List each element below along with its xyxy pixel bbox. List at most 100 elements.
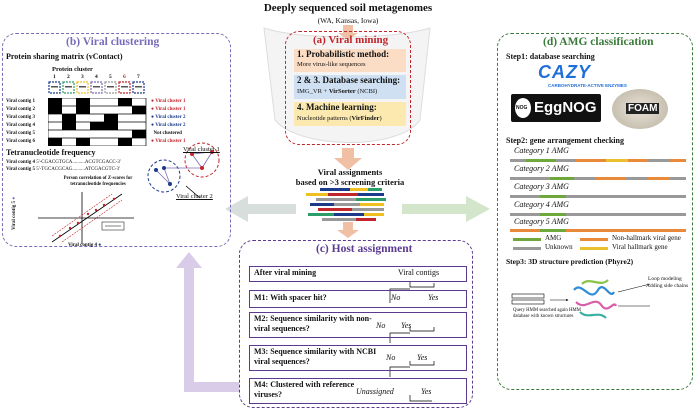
category-label: Category 5 AMG: [514, 217, 569, 226]
legend-swatch-hallmark: [580, 247, 608, 250]
host-q: M3: Sequence similarity with NCBI viral …: [254, 347, 377, 366]
mining-item-sub: More virus-like sequences: [297, 61, 366, 68]
arrow-mining-to-assign: [334, 148, 362, 170]
protein-cluster-label: Protein cluster: [52, 66, 93, 73]
tetra-title: Tetranucleotide frequency: [6, 148, 96, 157]
vc2-label: Viral cluster 2: [176, 193, 213, 200]
arrow-title-to-mining: [338, 25, 358, 40]
viral-mining-title: (a) Viral mining: [313, 34, 389, 46]
assignments-line1: Viral assignments: [317, 167, 383, 177]
col-num: 7: [137, 74, 140, 80]
nog-label: NOG: [516, 105, 528, 111]
host-a1: No: [386, 353, 396, 362]
step3-label: Step3: 3D structure prediction (Phyre2): [506, 257, 634, 266]
host-row-1: [249, 290, 467, 308]
legend-label: AMG: [545, 234, 562, 242]
cluster-circles: [147, 142, 220, 199]
cluster-label: Not clustered: [153, 131, 182, 136]
nog-egg-icon: [515, 98, 531, 118]
assignments-line2: based on >3 screening criteria: [295, 177, 405, 187]
gene-track: [510, 177, 686, 180]
mining-item-probabilistic: [294, 49, 406, 72]
col-num: 3: [81, 74, 84, 80]
category-label: Category 1 AMG: [514, 146, 569, 155]
foam-label: FOAM: [626, 103, 660, 114]
y-axis-label: Viral contig 5 ●: [12, 196, 17, 230]
cluster-label: ● Viral cluster 1: [151, 139, 186, 144]
cazy-subtitle: CARBOHYDRATE-ACTIVE ENZYMES: [548, 83, 627, 88]
page-title: Deeply sequenced soil metagenomes: [263, 2, 433, 14]
host-a1: No: [391, 293, 401, 302]
mining-item-sub: IMG_VR + VirSorter (NCBI): [297, 88, 378, 95]
host-assignment-title: (c) Host assignment: [316, 243, 413, 255]
legend-swatch-nonhallmark: [580, 238, 608, 241]
gene-track: [510, 159, 686, 162]
legend-label: Viral hallmark gene: [612, 243, 668, 251]
viral-clustering-panel: [2, 33, 231, 247]
legend-swatch-unknown: [513, 247, 541, 250]
cluster-label: ● Viral cluster 1: [151, 99, 186, 104]
tetra-row: Viral contig 4 5'-CGACGTGCA..........ACG…: [6, 160, 121, 165]
gene-track: [510, 213, 686, 216]
structure-illustration: [511, 279, 651, 319]
col-num: 1: [53, 74, 56, 80]
host-row-2: [249, 312, 467, 338]
mining-item-machine-learning: [294, 102, 406, 126]
host-row-0: [249, 266, 467, 282]
col-num: 2: [67, 74, 70, 80]
protein-sharing-matrix: [48, 98, 147, 146]
step2-label: Step2: gene arrangement checking: [506, 136, 624, 145]
host-a2: Yes: [428, 293, 439, 302]
adding-side-chains-label: Adding side chains: [646, 283, 689, 289]
amg-title: (d) AMG classification: [543, 36, 654, 48]
assignment-bars: [306, 188, 386, 221]
host-a2: Yes: [401, 321, 412, 330]
contig-label: Viral contig 1: [6, 99, 35, 104]
contig-label: Viral contig 3: [6, 115, 35, 120]
cazy-logo: CAZY: [538, 62, 591, 83]
mining-item-database: [294, 75, 406, 99]
legend-label: Non-hallmark viral gene: [612, 234, 681, 242]
mining-item-head: 1. Probabilistic method:: [297, 49, 390, 59]
mining-item-head: 2 & 3. Database searching:: [297, 75, 401, 85]
col-num: 6: [123, 74, 126, 80]
host-a1: Unassigned: [356, 387, 394, 396]
contig-label: Viral contig 4: [6, 123, 35, 128]
query-hmm-text: Query HMM searched again HMM database wi…: [513, 308, 581, 319]
host-q: M4: Clustered with reference viruses?: [254, 380, 355, 399]
viral-mining-panel: [285, 31, 411, 145]
mining-item-head: 4. Machine learning:: [297, 102, 377, 112]
cluster-label: ● Viral cluster 2: [151, 123, 186, 128]
correlation-plot: [38, 192, 134, 244]
step1-label: Step1: database searching: [506, 52, 595, 61]
cluster2-circle: [147, 159, 181, 193]
matrix-title: Protein sharing matrix (vContact): [6, 52, 123, 61]
gene-track: [510, 195, 686, 198]
category-label: Category 4 AMG: [514, 200, 569, 209]
legend-swatch-amg: [513, 238, 541, 241]
host-row-4: [249, 378, 467, 404]
cluster1-circle: [184, 142, 220, 178]
page-subtitle: (WA, Kansas, Iowa): [317, 16, 379, 25]
tetra-row: Viral contig 5 5'-TGCACGCAG..........ATC…: [6, 167, 120, 172]
vc1-label: Viral cluster 1: [183, 146, 220, 153]
category-label: Category 2 AMG: [514, 164, 569, 173]
x-axis-label: Viral contig 4 ●: [68, 243, 102, 248]
host-a1: No: [376, 321, 386, 330]
cluster-label: ● Viral cluster 2: [151, 115, 186, 120]
viral-clustering-title: (b) Viral clustering: [66, 36, 160, 48]
col-num: 4: [95, 74, 98, 80]
arrow-host-to-clustering: [176, 252, 239, 392]
host-a2: Viral contigs: [398, 268, 440, 277]
legend-label: Unknown: [545, 243, 573, 251]
category-label: Category 3 AMG: [514, 182, 569, 191]
eggnog-label: EggNOG: [534, 99, 597, 116]
cazy-mark: CAZY: [538, 62, 591, 82]
host-q: M2: Sequence similarity with non-viral s…: [254, 314, 372, 333]
mining-item-sub: Nucleotide patterns (VirFinder): [297, 115, 382, 122]
arrow-assign-to-host: [337, 222, 359, 238]
host-row-3: [249, 345, 467, 371]
host-q: After viral mining: [254, 268, 317, 277]
host-tree-lines: [389, 281, 435, 402]
correlation-title: Person correlation of Z-scores for tetra…: [63, 176, 133, 187]
